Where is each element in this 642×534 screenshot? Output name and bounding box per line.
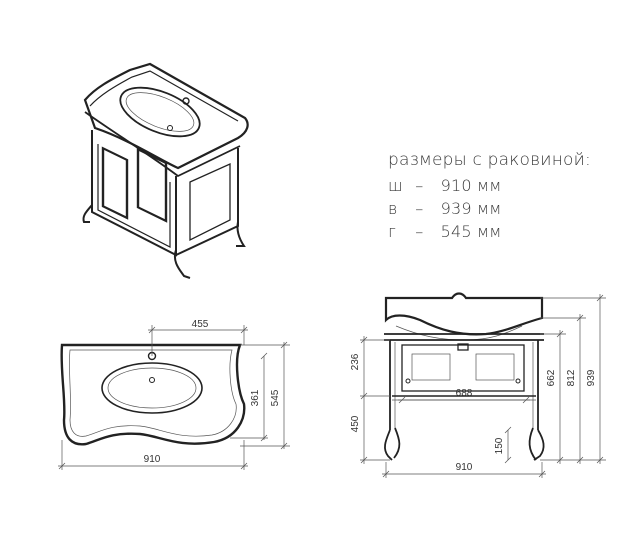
iso-cabinet-front: [91, 130, 177, 257]
front-view-drawer: [401, 344, 525, 392]
top-view: 455 361 545 910: [58, 319, 290, 470]
dim-total-depth: 545: [270, 389, 281, 406]
spec-key: в: [388, 199, 398, 218]
isometric-view: [82, 62, 249, 279]
top-view-outline: [60, 343, 246, 446]
front-view: 236 450 688 150 662 812 939: [350, 292, 606, 478]
spec-dash: –: [415, 199, 424, 218]
dim-bowl-depth: 361: [250, 389, 261, 406]
spec-dash: –: [415, 222, 424, 241]
dim-inner-width: 688: [456, 388, 473, 399]
dim-leg: 150: [494, 437, 505, 454]
spec-value: 939 мм: [440, 199, 502, 218]
specs-title: размеры с раковиной:: [388, 150, 591, 170]
dim-front-width: 910: [456, 462, 473, 473]
dim-939: 939: [586, 369, 597, 386]
front-view-leg-left: [384, 429, 393, 461]
dim-812: 812: [566, 369, 577, 386]
spec-key: ш: [388, 176, 403, 195]
front-view-leg-right: [533, 429, 545, 461]
spec-row-depth: г – 545 мм: [388, 222, 502, 241]
spec-dash: –: [415, 176, 424, 195]
iso-leg-front-right: [174, 249, 191, 279]
dim-662: 662: [546, 369, 557, 386]
dim-top-width: 910: [144, 454, 161, 465]
dim-upper: 236: [350, 353, 361, 370]
spec-value: 910 мм: [440, 176, 502, 195]
spec-row-width: ш – 910 мм: [388, 176, 502, 195]
dim-hole-offset: 455: [192, 319, 209, 330]
spec-key: г: [388, 222, 397, 241]
dim-lower: 450: [350, 415, 361, 432]
spec-value: 545 мм: [440, 222, 502, 241]
iso-leg-front-left: [82, 204, 93, 223]
iso-basin: [119, 86, 201, 138]
spec-row-height: в – 939 мм: [388, 199, 502, 218]
front-view-top: [384, 292, 544, 336]
top-view-basin: [101, 362, 203, 414]
iso-leg-back-right: [236, 221, 246, 247]
